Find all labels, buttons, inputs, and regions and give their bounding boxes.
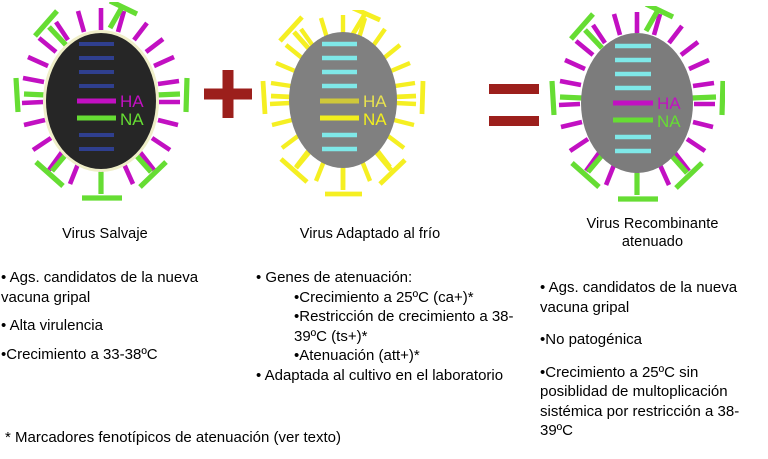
- plus-sign: [204, 70, 252, 118]
- list-item: •No patogénica: [540, 331, 642, 348]
- spikes-wild-type: [13, 2, 190, 201]
- label-na-cold: NA: [363, 110, 387, 129]
- caption-recomb-line-1: Virus Recombinante: [586, 216, 719, 232]
- caption-recomb-line-2: atenuado: [621, 234, 684, 250]
- genome-segments-recomb: [613, 43, 653, 154]
- label-ha-cold: HA: [363, 92, 387, 111]
- list-item: • Ags. candidatos de la nueva vacuna gri…: [1, 269, 199, 306]
- virus-particle-cold-adapted: HA NA: [260, 10, 426, 197]
- sub-list-item: •Atenuación (att+)*: [294, 347, 420, 364]
- bullet-list-wild-type: • Ags. candidatos de la nueva vacuna gri…: [1, 268, 247, 373]
- label-na-recomb: NA: [657, 112, 681, 131]
- sub-list-item: •Restricción de crecimiento a 38-39ºC (t…: [294, 308, 514, 345]
- caption-wild-type: Virus Salvaje: [10, 225, 200, 243]
- spikes-cold-adapted: [260, 10, 426, 197]
- bullet-list-recombinant: • Ags. candidatos de la nueva vacuna gri…: [540, 278, 768, 454]
- footnote-text: * Marcadores fenotípicos de atenuación (…: [5, 429, 342, 446]
- list-item: • Adaptada al cultivo en el laboratorio: [256, 366, 504, 384]
- list-item: • Alta virulencia: [1, 317, 103, 334]
- list-item: •Crecimiento a 25ºC sin posiblidad de mu…: [540, 363, 740, 440]
- bullet-list-cold-adapted: • Genes de atenuación: •Crecimiento a 25…: [256, 268, 524, 385]
- genome-segments-cold: [320, 41, 359, 152]
- list-item: • Ags. candidatos de la nueva vacuna gri…: [540, 279, 738, 316]
- caption-cold-adapted: Virus Adaptado al frío: [250, 225, 490, 243]
- list-item: • Genes de atenuación:: [256, 269, 413, 286]
- equals-sign: [489, 84, 539, 126]
- label-na-wild: NA: [120, 110, 144, 129]
- list-item: •Crecimiento a 33-38ºC: [1, 345, 158, 363]
- genome-segments-wild: [77, 42, 116, 151]
- caption-recombinant: Virus Recombinante atenuado: [540, 215, 765, 251]
- virus-particle-recombinant: HA NA: [549, 6, 725, 202]
- label-ha-wild: HA: [120, 92, 144, 111]
- caption-wild-line-1: Virus Salvaje: [62, 226, 148, 242]
- virus-particle-wild-type: HA NA: [13, 2, 190, 201]
- sub-list-item: •Crecimiento a 25ºC (ca+)*: [294, 288, 474, 306]
- caption-cold-line-1: Virus Adaptado al frío: [299, 226, 441, 242]
- label-ha-recomb: HA: [657, 94, 681, 113]
